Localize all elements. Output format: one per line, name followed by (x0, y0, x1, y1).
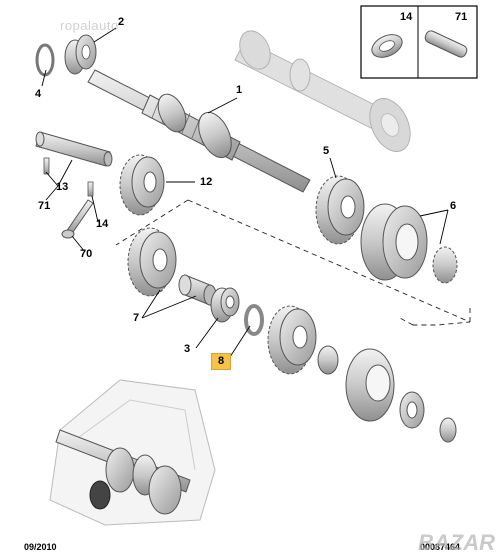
watermark-text: ropalauto (60, 18, 119, 33)
callout-3: 3 (184, 343, 191, 355)
inset-box (360, 5, 478, 79)
callout-8-highlighted: 8 (211, 353, 231, 370)
gearbox-context-sketch (49, 379, 216, 526)
footer-date: 09/2010 (24, 542, 57, 552)
callout-71-left: 71 (38, 200, 51, 212)
bolt-70 (61, 199, 94, 239)
main-shaft (87, 69, 311, 193)
snap-ring-top-left (35, 43, 55, 77)
callout-12: 12 (200, 176, 213, 188)
small-pin-14 (87, 181, 94, 197)
inset-washer-icon (371, 34, 403, 58)
callout-14-left: 14 (96, 218, 109, 230)
gear-12 (119, 154, 165, 216)
inset-label-14: 14 (400, 11, 413, 23)
callout-5: 5 (323, 145, 330, 157)
callout-2: 2 (118, 16, 125, 28)
gear-lower (267, 305, 317, 375)
callout-13: 13 (56, 181, 69, 193)
hub-lower (345, 348, 395, 422)
callout-4: 4 (35, 88, 42, 100)
inset-pin-icon (424, 30, 468, 58)
leader-lines (41, 27, 449, 361)
callout-7: 7 (133, 312, 140, 324)
ring-lower (439, 417, 457, 443)
washer-8 (244, 304, 264, 336)
callout-1: 1 (236, 84, 243, 96)
footer-reference: 00087464 (420, 542, 461, 552)
shaft-pin-13 (35, 131, 113, 167)
needle-bearing-3 (210, 287, 240, 323)
bazar-logo: BAZAR (418, 530, 495, 555)
bearing-top-left (64, 34, 97, 75)
callout-70: 70 (80, 248, 93, 260)
gear-5 (315, 175, 365, 245)
bush-lower (317, 345, 339, 375)
small-pin-71 (43, 157, 50, 175)
inset-label-71: 71 (455, 11, 468, 23)
input-shaft-background (234, 30, 411, 152)
synchronizer-6 (360, 203, 458, 284)
bearing-lower (399, 391, 425, 429)
dashed-group-outline (115, 199, 471, 326)
gear-7 (127, 227, 177, 297)
callout-6: 6 (450, 200, 457, 212)
